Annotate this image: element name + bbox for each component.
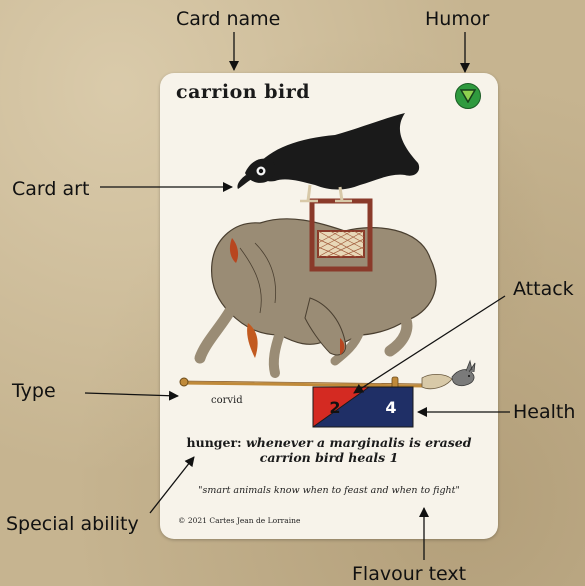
arrow-type — [85, 393, 178, 396]
arrow-attack — [354, 296, 505, 393]
arrow-special-ability — [150, 457, 194, 513]
